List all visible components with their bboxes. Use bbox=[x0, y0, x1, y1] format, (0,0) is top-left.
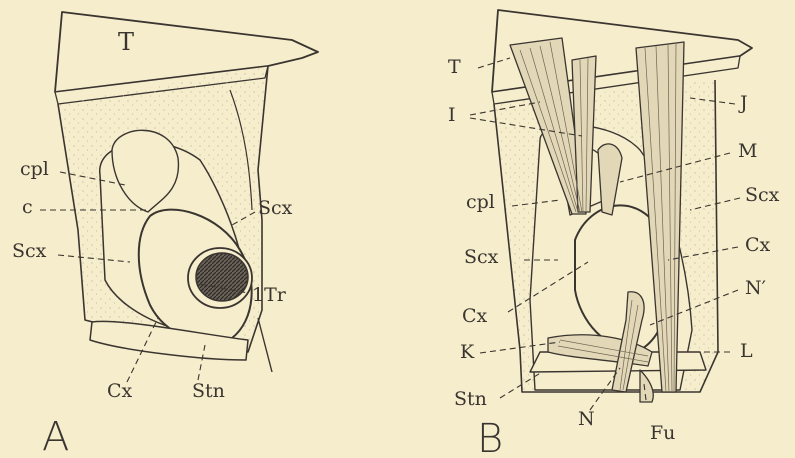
label-b-tergum: T bbox=[448, 58, 461, 77]
label-b-stn: Stn bbox=[454, 390, 487, 409]
trochanter-1tr bbox=[196, 253, 248, 301]
label-b-j: J bbox=[740, 94, 748, 113]
label-b-cpl: cpl bbox=[466, 193, 495, 212]
label-b-m: M bbox=[738, 142, 757, 161]
label-b-cx-left: Cx bbox=[462, 307, 487, 326]
label-b-i: I bbox=[448, 106, 456, 125]
label-a-scx-right: Scx bbox=[258, 199, 292, 218]
panel-letter-b: B bbox=[477, 416, 503, 458]
panel-a-drawing bbox=[55, 12, 318, 372]
label-b-scx-left: Scx bbox=[464, 248, 498, 267]
label-b-n: N bbox=[578, 410, 595, 429]
panel-b-drawing bbox=[492, 10, 752, 402]
label-b-k: K bbox=[460, 343, 474, 362]
label-a-itr: 1Tr bbox=[252, 286, 286, 305]
label-a-cpl: cpl bbox=[20, 160, 49, 179]
label-b-cx-right: Cx bbox=[745, 236, 770, 255]
label-b-fu: Fu bbox=[650, 424, 675, 443]
label-a-stn: Stn bbox=[192, 382, 225, 401]
label-b-n-prime: N′ bbox=[745, 279, 766, 298]
label-a-c: c bbox=[22, 198, 33, 217]
label-b-scx-right: Scx bbox=[745, 186, 779, 205]
label-b-l: L bbox=[740, 342, 753, 361]
label-a-tergum: T bbox=[118, 30, 134, 54]
panel-letter-a: A bbox=[42, 414, 69, 458]
label-a-cx: Cx bbox=[107, 382, 132, 401]
label-a-scx-left: Scx bbox=[12, 242, 46, 261]
spine-a bbox=[258, 318, 272, 372]
